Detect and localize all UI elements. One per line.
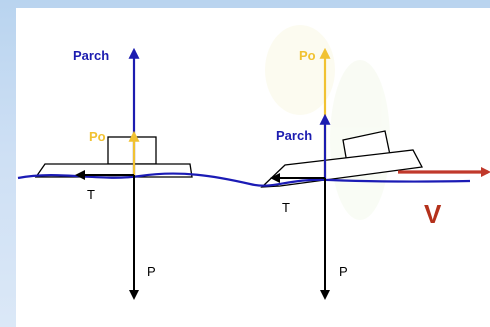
left-po-label: Po <box>89 129 106 144</box>
right-t-label: T <box>282 200 290 215</box>
left-t-label: T <box>87 187 95 202</box>
left-p-label: P <box>147 264 156 279</box>
water-line <box>17 172 471 187</box>
right-po-label: Po <box>299 48 316 63</box>
right-p-label: P <box>339 264 348 279</box>
velocity-label: V <box>424 199 442 229</box>
left-parch-label: Parch <box>73 48 109 63</box>
right-parch-label: Parch <box>276 128 312 143</box>
left-boat-cabin <box>107 136 157 165</box>
